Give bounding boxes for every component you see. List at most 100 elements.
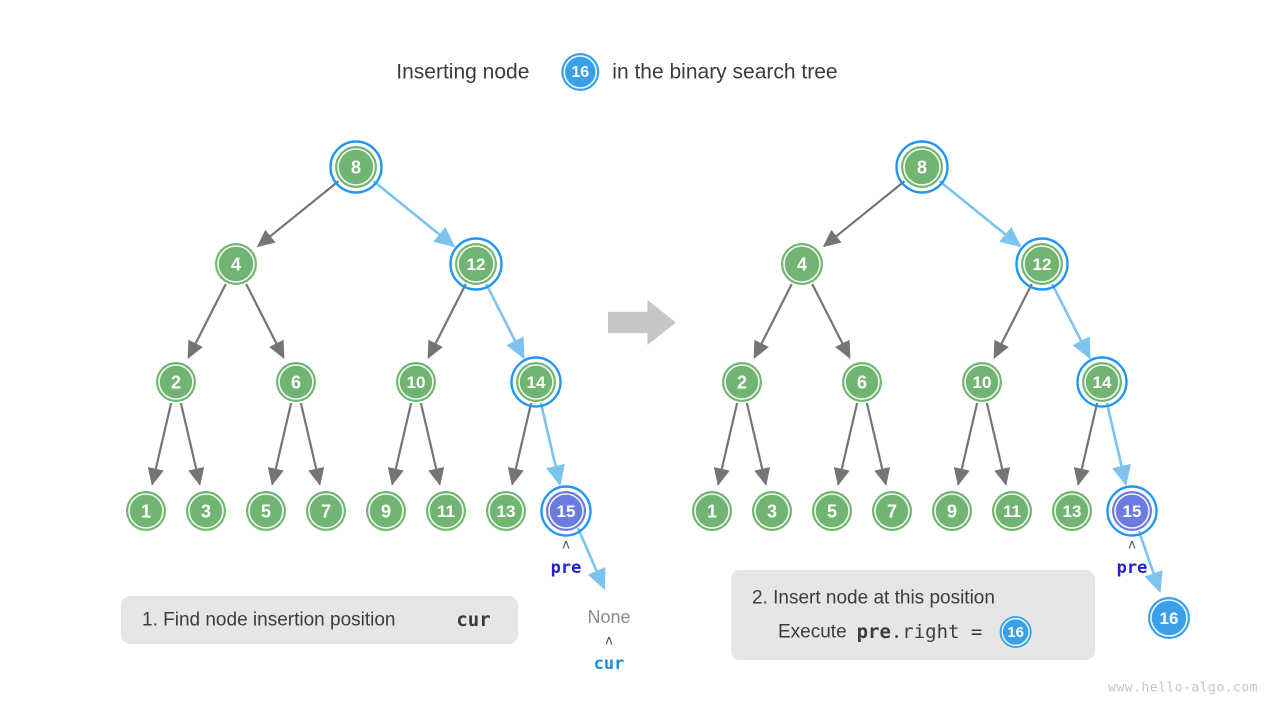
node-circle bbox=[396, 362, 436, 402]
tree-edge bbox=[865, 402, 891, 486]
node-value-label: 13 bbox=[1063, 502, 1082, 521]
node-circle bbox=[781, 243, 823, 285]
tree-edge bbox=[1105, 402, 1131, 487]
tree-node-6[interactable]: 6 bbox=[276, 362, 316, 402]
tree-edge bbox=[1137, 530, 1163, 594]
tree-node-11[interactable]: 11 bbox=[992, 491, 1032, 531]
tree-node-7[interactable]: 7 bbox=[306, 491, 346, 531]
tree-node-2[interactable]: 2 bbox=[156, 362, 196, 402]
caption-box-1 bbox=[121, 596, 518, 644]
node-value-label: 7 bbox=[321, 502, 331, 522]
caption-node-badge-16[interactable]: 16 bbox=[999, 616, 1032, 648]
title-node-badge[interactable]: 16 bbox=[561, 53, 600, 91]
node-circle bbox=[962, 362, 1002, 402]
node-inner-ring bbox=[1054, 493, 1090, 529]
tree-node-1[interactable]: 1 bbox=[692, 491, 732, 531]
node-circle bbox=[1148, 597, 1190, 639]
node-value-label: 9 bbox=[381, 502, 391, 522]
node-highlight-ring bbox=[510, 356, 562, 408]
node-circle bbox=[1052, 491, 1092, 531]
tree-node-10[interactable]: 10 bbox=[962, 362, 1002, 402]
tree-node-6[interactable]: 6 bbox=[842, 362, 882, 402]
node-value-label: 4 bbox=[231, 255, 241, 275]
tree-node-7[interactable]: 7 bbox=[872, 491, 912, 531]
node-inner-ring bbox=[694, 493, 730, 529]
tree-node-8[interactable]: 8 bbox=[329, 140, 383, 194]
node-inner-ring bbox=[428, 493, 464, 529]
tree-node-10[interactable]: 10 bbox=[396, 362, 436, 402]
node-value-label: 10 bbox=[407, 373, 426, 392]
tree-edge bbox=[1051, 283, 1091, 360]
tree-edge bbox=[811, 283, 851, 360]
node-highlight-ring bbox=[540, 485, 592, 537]
node-circle bbox=[872, 491, 912, 531]
tree-node-15[interactable]: 15 bbox=[1106, 485, 1158, 537]
title-text-after: in the binary search tree bbox=[612, 61, 837, 84]
tree-edge-to-none bbox=[576, 527, 606, 590]
node-circle bbox=[306, 491, 346, 531]
tree-edge bbox=[953, 402, 979, 486]
node-circle bbox=[812, 491, 852, 531]
node-circle bbox=[752, 491, 792, 531]
tree-node-3[interactable]: 3 bbox=[186, 491, 226, 531]
node-value-label: 6 bbox=[291, 373, 301, 393]
node-inner-ring bbox=[903, 148, 941, 186]
node-value-label: 16 bbox=[1160, 609, 1179, 628]
node-value-label: 2 bbox=[737, 373, 747, 393]
node-inner-ring bbox=[754, 493, 790, 529]
tree-node-12[interactable]: 12 bbox=[449, 237, 503, 291]
tree-node-4[interactable]: 4 bbox=[215, 243, 257, 285]
tree-node-13[interactable]: 13 bbox=[1052, 491, 1092, 531]
tree-node-5[interactable]: 5 bbox=[812, 491, 852, 531]
node-inner-ring bbox=[398, 364, 434, 400]
node-value-label: 11 bbox=[1003, 502, 1021, 521]
tree-node-5[interactable]: 5 bbox=[246, 491, 286, 531]
node-circle bbox=[1082, 362, 1122, 402]
tree-node-9[interactable]: 9 bbox=[366, 491, 406, 531]
node-highlight-ring bbox=[329, 140, 383, 194]
node-circle bbox=[335, 146, 377, 188]
pointer-caret-icon: ʌ bbox=[605, 634, 613, 649]
tree-node-2[interactable]: 2 bbox=[722, 362, 762, 402]
node-value-label: 5 bbox=[827, 502, 837, 522]
node-value-label: 12 bbox=[1033, 255, 1052, 274]
node-circle bbox=[932, 491, 972, 531]
caption-badge-label: 16 bbox=[1007, 624, 1024, 641]
node-inner-ring bbox=[783, 245, 821, 283]
tree-node-11[interactable]: 11 bbox=[426, 491, 466, 531]
node-circle bbox=[992, 491, 1032, 531]
node-inner-ring bbox=[337, 148, 375, 186]
pointer-label-pre: pre bbox=[551, 558, 582, 578]
pointer-label-pre: pre bbox=[1117, 558, 1148, 578]
node-highlight-ring bbox=[895, 140, 949, 194]
tree-node-8[interactable]: 8 bbox=[895, 140, 949, 194]
node-circle bbox=[546, 491, 586, 531]
tree-node-4[interactable]: 4 bbox=[781, 243, 823, 285]
tree-node-16[interactable]: 16 bbox=[1148, 597, 1190, 639]
node-highlight-ring bbox=[1015, 237, 1069, 291]
tree-node-9[interactable]: 9 bbox=[932, 491, 972, 531]
tree-node-13[interactable]: 13 bbox=[486, 491, 526, 531]
node-inner-ring bbox=[1084, 364, 1120, 400]
node-inner-ring bbox=[188, 493, 224, 529]
tree-node-12[interactable]: 12 bbox=[1015, 237, 1069, 291]
tree-node-1[interactable]: 1 bbox=[126, 491, 166, 531]
tree-edge bbox=[427, 283, 467, 360]
node-value-label: 11 bbox=[437, 502, 455, 521]
node-inner-ring bbox=[814, 493, 850, 529]
tree-edge bbox=[147, 402, 173, 486]
tree-node-15[interactable]: 15 bbox=[540, 485, 592, 537]
node-value-label: 1 bbox=[707, 502, 717, 522]
node-inner-ring bbox=[217, 245, 255, 283]
node-circle bbox=[692, 491, 732, 531]
tree-edge bbox=[833, 402, 859, 486]
tree-edge bbox=[267, 402, 293, 486]
pointer-caret-icon: ʌ bbox=[562, 538, 570, 553]
tree-node-3[interactable]: 3 bbox=[752, 491, 792, 531]
tree-node-14[interactable]: 14 bbox=[1076, 356, 1128, 408]
tree-edge bbox=[507, 402, 533, 486]
tree-node-14[interactable]: 14 bbox=[510, 356, 562, 408]
